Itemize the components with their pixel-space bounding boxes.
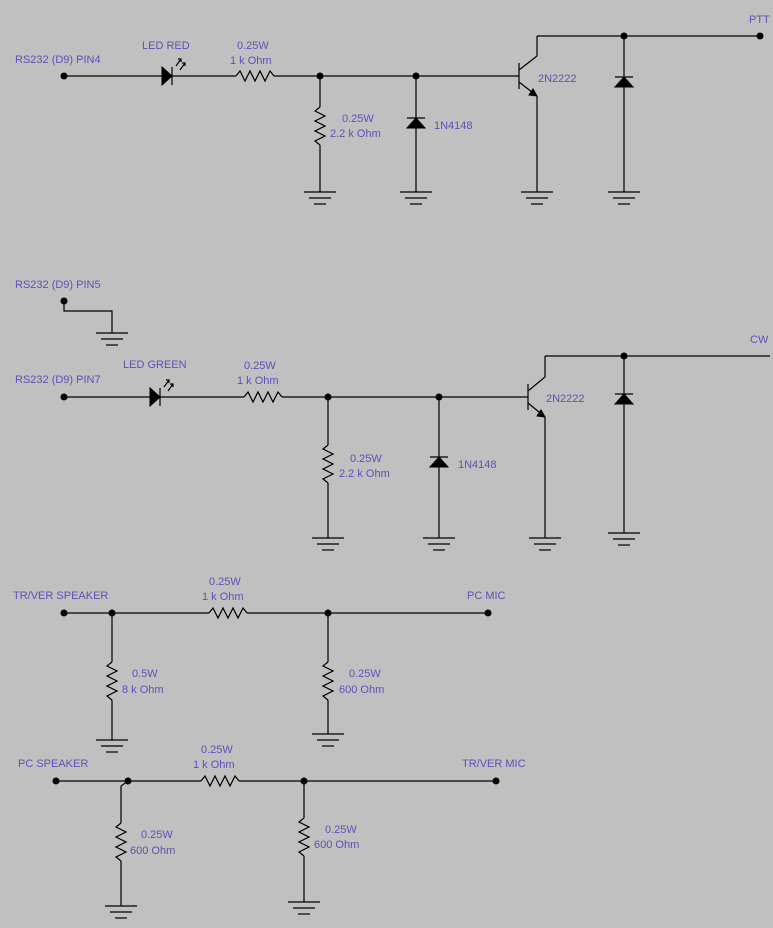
- diode-1n4148: [405, 117, 427, 129]
- resistor-shunt: [321, 444, 335, 484]
- resistor-series: [243, 390, 283, 404]
- circuit-ptt: RS232 (D9) PIN4 LED RED 0.25W 1 k Ohm 0.…: [15, 14, 770, 205]
- led-label: LED RED: [142, 40, 190, 52]
- r-series-value: 1 k Ohm: [202, 591, 244, 603]
- input-label: RS232 (D9) PIN4: [15, 54, 101, 66]
- ground-symbol: [529, 537, 561, 551]
- r-in-value: 8 k Ohm: [122, 684, 164, 696]
- resistor-shunt: [313, 106, 327, 146]
- input-label: PC SPEAKER: [18, 758, 88, 770]
- ground-symbol: [312, 733, 344, 747]
- ground-symbol: [96, 739, 128, 753]
- r1-power: 0.25W: [244, 360, 276, 372]
- input-label: RS232 (D9) PIN5: [15, 279, 101, 291]
- r-out-value: 600 Ohm: [314, 839, 359, 851]
- transistor-2n2222: [527, 356, 546, 538]
- output-terminal: [756, 32, 764, 40]
- input-label: RS232 (D9) PIN7: [15, 374, 101, 386]
- diode-label: 1N4148: [434, 120, 473, 132]
- ground-symbol: [608, 532, 640, 546]
- r-out-power: 0.25W: [325, 824, 357, 836]
- output-label: TR/VER MIC: [462, 758, 526, 770]
- r2-power: 0.25W: [342, 113, 374, 125]
- circuit-speaker-to-pcmic: TR/VER SPEAKER PC MIC 0.25W 1 k Ohm 0.5W…: [13, 576, 506, 753]
- output-label: PC MIC: [467, 590, 506, 602]
- r-out-value: 600 Ohm: [339, 684, 384, 696]
- led-label: LED GREEN: [123, 359, 187, 371]
- r-series-power: 0.25W: [209, 576, 241, 588]
- diode-1n4148: [428, 456, 450, 468]
- r-series-power: 0.25W: [201, 744, 233, 756]
- resistor-shunt-out: [321, 661, 335, 701]
- ground-symbol: [521, 191, 553, 205]
- transistor-label: 2N2222: [538, 73, 577, 85]
- r1-power: 0.25W: [237, 40, 269, 52]
- ground-pin5: RS232 (D9) PIN5: [15, 279, 128, 346]
- transistor-label: 2N2222: [546, 393, 585, 405]
- resistor-shunt-in: [114, 822, 128, 862]
- r1-value: 1 k Ohm: [237, 375, 279, 387]
- circuit-cw: RS232 (D9) PIN7 LED GREEN 0.25W 1 k Ohm …: [15, 334, 770, 551]
- ground-symbol: [304, 191, 336, 205]
- r-series-value: 1 k Ohm: [193, 759, 235, 771]
- led-red: [161, 58, 186, 87]
- r-out-power: 0.25W: [349, 668, 381, 680]
- ground-symbol: [105, 905, 137, 919]
- ground-symbol: [608, 191, 640, 205]
- diode-label: 1N4148: [458, 459, 497, 471]
- output-label: CW: [750, 334, 769, 346]
- ground-symbol: [288, 901, 320, 915]
- transistor-2n2222: [518, 36, 538, 192]
- r2-power: 0.25W: [350, 453, 382, 465]
- resistor-shunt-out: [297, 817, 311, 857]
- led-green: [149, 379, 174, 408]
- circuit-pcspeaker-to-trvermic: PC SPEAKER TR/VER MIC 0.25W 1 k Ohm 0.25…: [18, 744, 526, 919]
- resistor-series: [200, 774, 240, 788]
- diode-clamp: [613, 393, 635, 405]
- r1-value: 1 k Ohm: [230, 55, 272, 67]
- r2-value: 2.2 k Ohm: [330, 128, 381, 140]
- diode-clamp: [613, 76, 635, 88]
- ground-symbol: [423, 537, 455, 551]
- r-in-value: 600 Ohm: [130, 845, 175, 857]
- r2-value: 2.2 k Ohm: [339, 468, 390, 480]
- resistor-series: [208, 606, 248, 620]
- input-label: TR/VER SPEAKER: [13, 590, 108, 602]
- r-in-power: 0.25W: [141, 829, 173, 841]
- ground-symbol: [312, 537, 344, 551]
- resistor-shunt-in: [105, 661, 119, 701]
- resistor-series: [235, 69, 275, 83]
- ground-symbol: [400, 191, 432, 205]
- r-in-power: 0.5W: [132, 668, 158, 680]
- output-label: PTT: [749, 14, 770, 26]
